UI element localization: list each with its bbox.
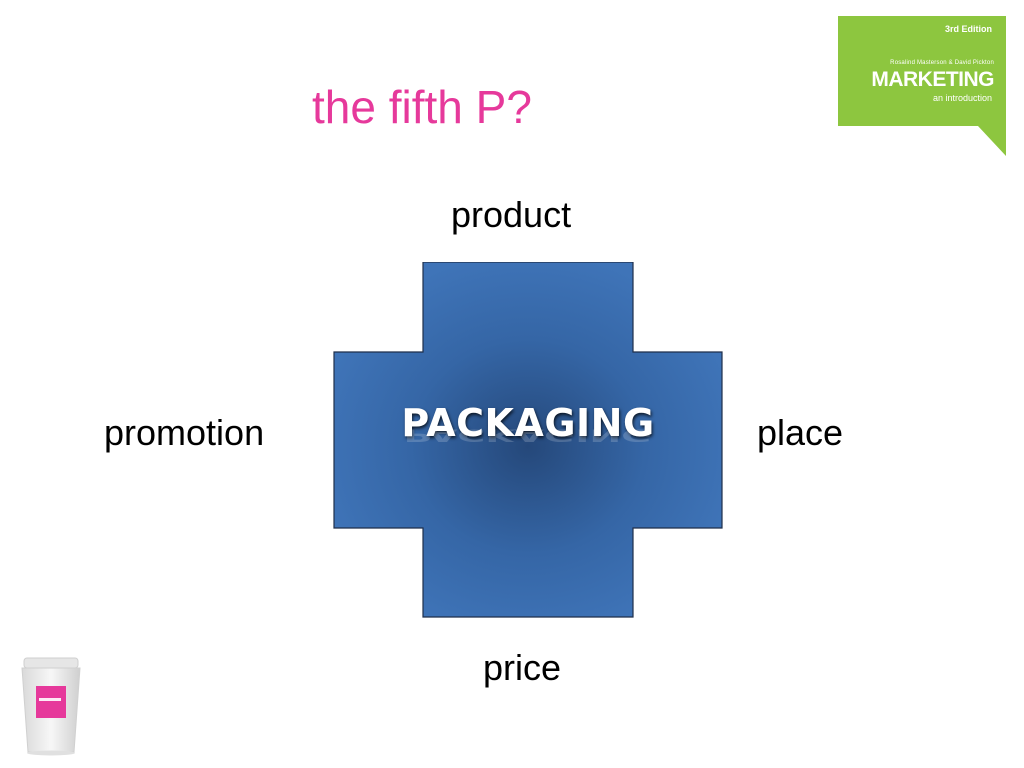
label-product: product	[451, 194, 572, 235]
badge-background	[838, 16, 1006, 156]
packaging-label: PACKAGING	[401, 401, 655, 445]
coffee-cup-icon	[21, 657, 81, 756]
packaging-cross-shape	[333, 262, 723, 618]
label-place: place	[757, 412, 844, 453]
slide-title: the fifth P?	[312, 81, 532, 133]
badge-edition: 3rd Edition	[945, 24, 992, 34]
badge-subtitle: an introduction	[932, 93, 992, 103]
badge-title: MARKETING	[871, 68, 994, 91]
book-badge: 3rd Edition Rosalind Masterson & David P…	[838, 16, 1006, 156]
label-promotion: promotion	[104, 412, 265, 453]
label-price: price	[483, 647, 562, 688]
badge-authors: Rosalind Masterson & David Pickton	[890, 60, 994, 66]
